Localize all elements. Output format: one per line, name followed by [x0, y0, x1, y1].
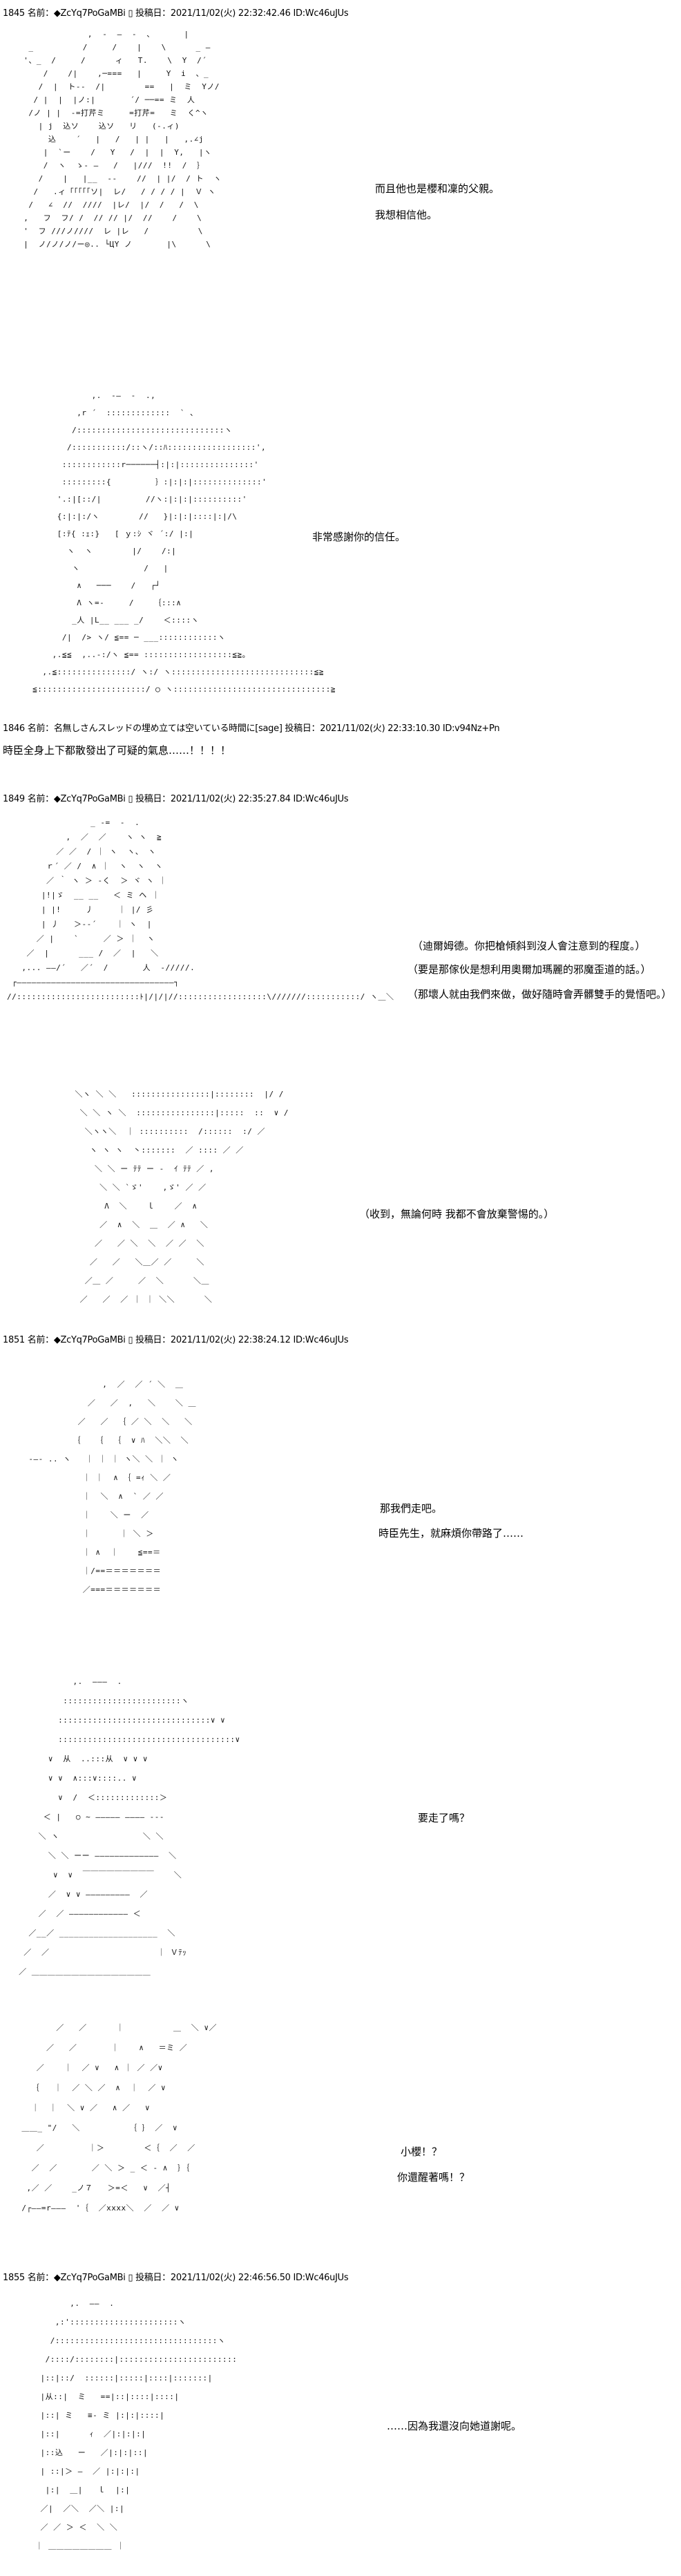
dialogue-line: 我想相信他。 [375, 209, 438, 221]
dialogue-line: （要是那傢伙是想利用奧爾加瑪麗的邪魔歪道的話。） [407, 963, 651, 976]
comment-text: 時臣全身上下都散發出了可疑的氣息……！！！！ [3, 744, 231, 757]
ascii-art-tokiomi: , - ― - 、 | _ / / | \ _ ― '、_ / / ィ T. \… [23, 30, 222, 249]
dialogue-line: （那壞人就由我們來做，做好隨時會弄髒雙手的覺悟吧。） [407, 988, 672, 1001]
dialogue-line: （收到，無論何時 我都不會放棄警惕的。） [359, 1208, 555, 1220]
dialogue-line: 小櫻！？ [401, 2146, 443, 2158]
post-header-1849: 1849 名前：◆ZcYq7PoGaMBi ▯ 投稿日：2021/11/02(火… [3, 794, 349, 804]
ascii-art-character: ,. ――― . ::::::::::::::::::::::::ヽ :::::… [19, 1677, 240, 1976]
dialogue-line: 你還醒著嗎！？ [397, 2171, 470, 2184]
ascii-art-diarmuid: ＼ヽ ＼ ＼ ::::::::::::::::|:::::::: |/ / ＼ … [75, 1090, 289, 1304]
dialogue-line: 要走了嗎？ [418, 1812, 470, 1824]
dialogue-line: 非常感謝你的信任。 [312, 531, 406, 543]
ascii-art-scene: _ -= - . , ／ ／ ヽ ヽ ≧ ／ ／ / ｜ ヽ ヽ、 ヽ ｒ´ ／… [7, 818, 394, 1001]
dialogue-line: ……因為我還沒向她道謝呢。 [387, 2420, 522, 2432]
dialogue-line: 那我們走吧。 [380, 1502, 443, 1515]
post-header-1855: 1855 名前：◆ZcYq7PoGaMBi ▯ 投稿日：2021/11/02(火… [3, 2273, 349, 2283]
post-header-1846: 1846 名前：名無しさんスレッドの埋め立ては空いている時間に[sage] 投稿… [3, 723, 500, 734]
ascii-art-sakura: ,. ―― . ,:'::::::::::::::::::::::ヽ /::::… [35, 2299, 238, 2550]
ascii-art-character: ,. -― - ., ,r ´ ::::::::::::: ` 、 /:::::… [32, 391, 336, 694]
post-header-1845: 1845 名前：◆ZcYq7PoGaMBi ▯ 投稿日：2021/11/02(火… [3, 8, 349, 19]
dialogue-line: （迪爾姆德。你把槍傾斜到沒人會注意到的程度。） [412, 940, 646, 952]
ascii-art-character: , ／ ／ ´ ＼ ＿ ／ ／ , ＼ ＼ ＿ ／ ／ ｛ ／ ＼ ＼ ＼ ｛ … [28, 1380, 197, 1594]
post-header-1851: 1851 名前：◆ZcYq7PoGaMBi ▯ 投稿日：2021/11/02(火… [3, 1335, 349, 1345]
ascii-art-character: ／ ／ ｜ ＿ ＼ ∨／ ／ ／ ｜ ∧ ＝ミ ／ ／ ｜ ／ ∨ ∧ ｜ ／ … [21, 2023, 218, 2213]
dialogue-line: 而且他也是櫻和凜的父親。 [375, 182, 500, 195]
dialogue-line: 時臣先生，就麻煩你帶路了…… [378, 1527, 524, 1540]
